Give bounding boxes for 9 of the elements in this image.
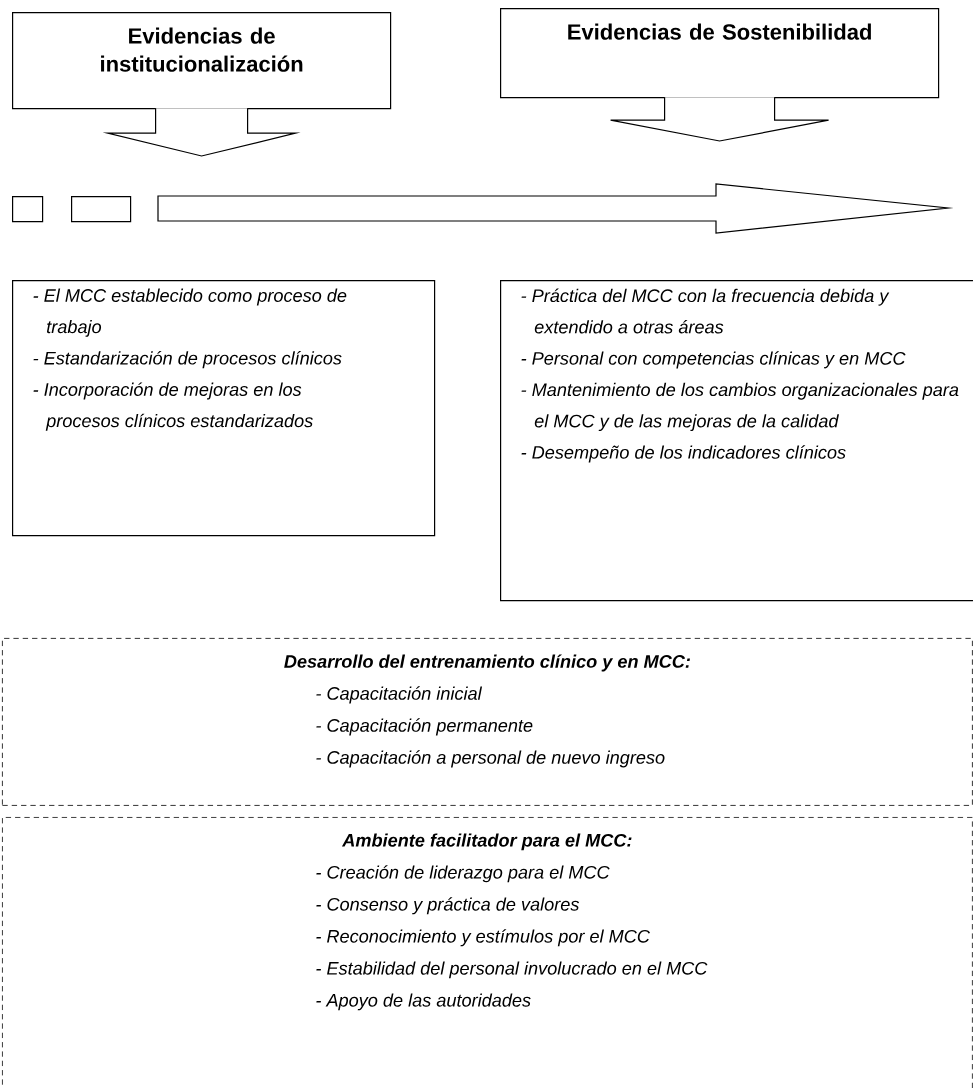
dashed-box: Desarrollo del entrenamiento clínico y en MCC: - Capacitación inicial - Capacitación permanente - Capacitación a personal de nuevo ingreso <box>2 638 973 806</box>
list-box: - El MCC establecido como proceso de trabajo - Estandarización de procesos clínicos - Incorporación de mejoras en los procesos clínicos estandarizados <box>12 280 436 537</box>
callout-box: Evidencias de institucionalización <box>12 12 392 110</box>
timeline-box <box>71 196 132 223</box>
dashed-box: Ambiente facilitador para el MCC: - Creación de liderazgo para el MCC - Consenso y práctica de valores - Reconocimiento y estímulos por el MCC - Estabilidad del personal involucrado en el MCC - Apoyo de las autoridades <box>2 817 973 1088</box>
block-arrow <box>610 96 830 142</box>
list-box: - Práctica del MCC con la frecuencia debida y extendido a otras áreas - Personal con competencias clínicas y en MCC - Mantenimiento de los cambios organizacionales para el MCC y de las mejoras de la calidad - Desempeño de los indicadores clínicos <box>500 280 973 602</box>
timeline-box <box>12 196 44 223</box>
callout-box: Evidencias de Sostenibilidad <box>500 8 940 99</box>
